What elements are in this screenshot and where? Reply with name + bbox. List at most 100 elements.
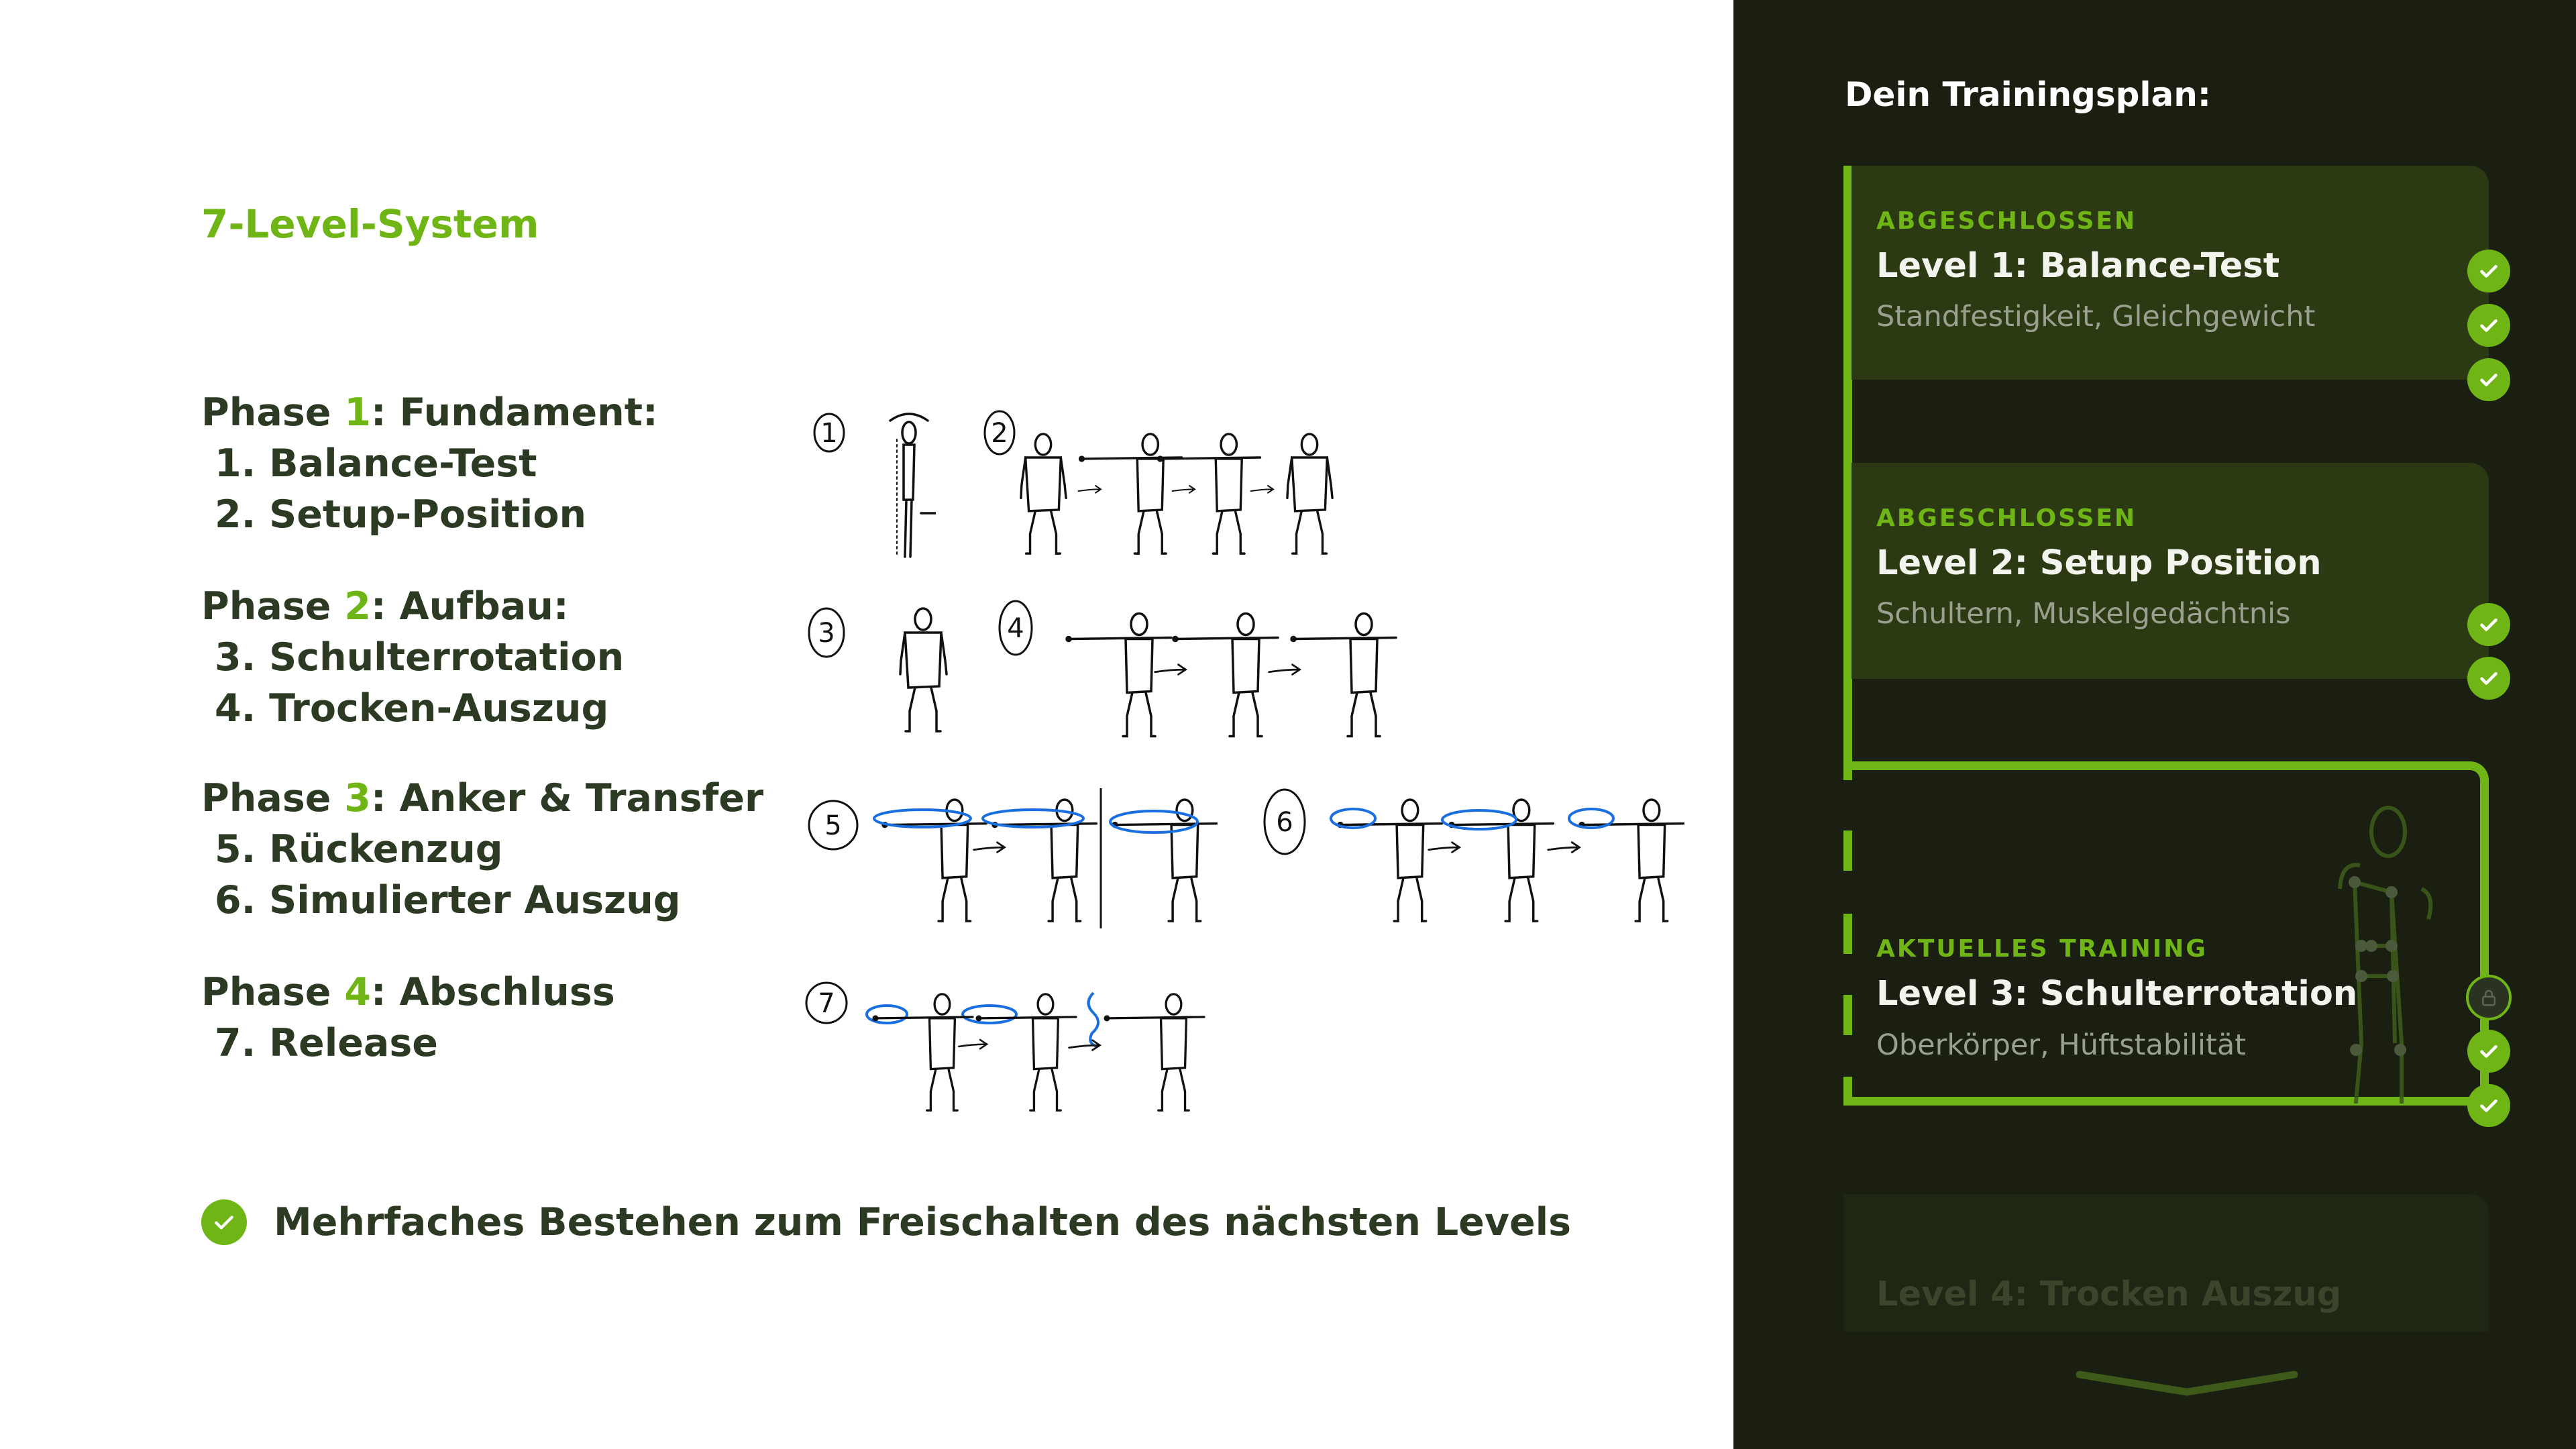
phase-number: 3: [344, 776, 371, 820]
svg-text:5: 5: [824, 810, 841, 841]
dash-segment: [1843, 830, 1852, 871]
level-item: 3. Schulterrotation: [215, 635, 625, 680]
arrow-icon: [1077, 485, 1102, 494]
unlock-note: Mehrfaches Bestehen zum Freischalten des…: [201, 1199, 1571, 1245]
phase-name: : Abschluss: [370, 970, 615, 1014]
arrow-icon: [1250, 485, 1274, 494]
stick-figure: [1448, 798, 1555, 922]
level-title: Level 4: Trocken Auszug: [1876, 1275, 2342, 1314]
progress-track: [1843, 166, 1852, 769]
step-number-7: 7: [805, 981, 848, 1024]
content-area: 7-Level-System Phase 1: Fundament: 1. Ba…: [201, 201, 1572, 1245]
unlock-note-text: Mehrfaches Bestehen zum Freischalten des…: [274, 1200, 1572, 1244]
level-card-3-content: AKTUELLES TRAINING Level 3: Schulterrota…: [1851, 764, 2489, 1097]
level-status: ABGESCHLOSSEN: [1876, 504, 2137, 532]
check-icon: [2467, 603, 2510, 646]
level-status: AKTUELLES TRAINING: [1876, 935, 2208, 963]
phase-prefix: Phase: [201, 584, 345, 629]
phase-3: Phase 3: Anker & Transfer 5. Rückenzug 6…: [201, 773, 763, 926]
check-icon: [2467, 304, 2510, 347]
stick-figure: [1157, 433, 1262, 555]
arrow-icon: [1547, 841, 1580, 854]
svg-text:2: 2: [991, 418, 1008, 449]
arrow-icon: [1154, 663, 1187, 676]
stick-figure: [872, 993, 974, 1112]
stick-figure: [1112, 798, 1218, 922]
level-title: Level 1: Balance-Test: [1876, 246, 2280, 286]
skeleton-figure-icon: [2338, 806, 2433, 1104]
lock-icon: [2466, 975, 2512, 1020]
arrow-icon: [958, 1038, 988, 1050]
svg-text:7: 7: [818, 988, 835, 1019]
svg-text:6: 6: [1276, 807, 1293, 838]
stick-figure: [1020, 433, 1067, 555]
level-item: 1. Balance-Test: [215, 441, 537, 486]
section-title: 7-Level-System: [201, 201, 539, 247]
phase-2: Phase 2: Aufbau: 3. Schulterrotation 4. …: [201, 581, 624, 734]
phase-prefix: Phase: [201, 970, 345, 1014]
level-item: 2. Setup-Position: [215, 492, 587, 537]
check-icon: [2467, 1084, 2510, 1127]
level-item: 4. Trocken-Auszug: [215, 686, 609, 731]
phase-name: : Aufbau:: [370, 584, 569, 629]
level-title: Level 3: Schulterrotation: [1876, 974, 2358, 1014]
svg-text:4: 4: [1007, 613, 1024, 644]
level-subtitle: Standfestigkeit, Gleichgewicht: [1876, 300, 2316, 333]
stick-figure: [889, 413, 936, 558]
stick-figure: [899, 607, 948, 733]
svg-text:1: 1: [820, 418, 837, 449]
step-number-5: 5: [808, 800, 859, 851]
phase-name: : Anker & Transfer: [370, 776, 764, 820]
phase-prefix: Phase: [201, 390, 345, 435]
stick-figure: [1078, 433, 1183, 555]
level-item: 5. Rückenzug: [215, 827, 503, 871]
step-number-2: 2: [983, 410, 1016, 455]
chevron-down-icon[interactable]: [2073, 1365, 2308, 1399]
stick-figure: [1337, 798, 1444, 922]
arrow-icon: [973, 841, 1006, 853]
level-title: Level 2: Setup Position: [1876, 543, 2322, 583]
phase-number: 1: [344, 390, 371, 435]
check-circle-icon: [201, 1199, 247, 1245]
step-number-4: 4: [998, 600, 1033, 656]
level-subtitle: Oberkörper, Hüftstabilität: [1876, 1028, 2247, 1062]
arrow-icon: [1268, 663, 1301, 676]
motion-loop-marks: [865, 808, 1615, 1048]
arrow-icon: [1068, 1039, 1101, 1051]
phase-prefix: Phase: [201, 776, 345, 820]
arrow-icon: [1171, 485, 1195, 494]
phase-number: 4: [344, 970, 371, 1014]
stick-figure: [1065, 612, 1173, 738]
check-icon: [2467, 358, 2510, 401]
dash-segment: [1843, 995, 1852, 1035]
stick-figure: [1286, 433, 1334, 555]
phase-name: : Fundament:: [370, 390, 658, 435]
step-number-1: 1: [813, 413, 845, 453]
level-subtitle: Schultern, Muskelgedächtnis: [1876, 597, 2291, 631]
check-icon: [2467, 1030, 2510, 1073]
step-number-6: 6: [1263, 788, 1306, 855]
phase-1: Phase 1: Fundament: 1. Balance-Test 2. S…: [201, 387, 658, 540]
stick-figure: [975, 993, 1077, 1112]
check-icon: [2467, 250, 2510, 292]
phase-number: 2: [344, 584, 371, 629]
level-card-2[interactable]: ABGESCHLOSSEN Level 2: Setup Position Sc…: [1851, 463, 2489, 679]
level-item: 6. Simulierter Auszug: [215, 878, 681, 922]
level-item: 7. Release: [215, 1021, 438, 1065]
level-card-1[interactable]: ABGESCHLOSSEN Level 1: Balance-Test Stan…: [1851, 166, 2489, 380]
stick-figure: [1104, 993, 1205, 1112]
level-status: ABGESCHLOSSEN: [1876, 207, 2137, 235]
stick-figure: [991, 798, 1098, 922]
level-card-4-locked[interactable]: Level 4: Trocken Auszug: [1843, 1194, 2489, 1332]
stick-figure: [1290, 612, 1397, 738]
phase-4: Phase 4: Abschluss 7. Release: [201, 967, 615, 1069]
dash-segment: [1843, 914, 1852, 954]
svg-text:3: 3: [818, 618, 835, 649]
exercise-sketches: 1 2 3 4 5 6 7: [805, 410, 1685, 1112]
dash-segment: [1843, 1077, 1852, 1106]
arrow-icon: [1428, 841, 1460, 853]
check-icon: [2467, 657, 2510, 700]
stick-figure: [1578, 798, 1685, 922]
step-number-3: 3: [808, 607, 845, 658]
stick-figure: [1172, 612, 1279, 738]
